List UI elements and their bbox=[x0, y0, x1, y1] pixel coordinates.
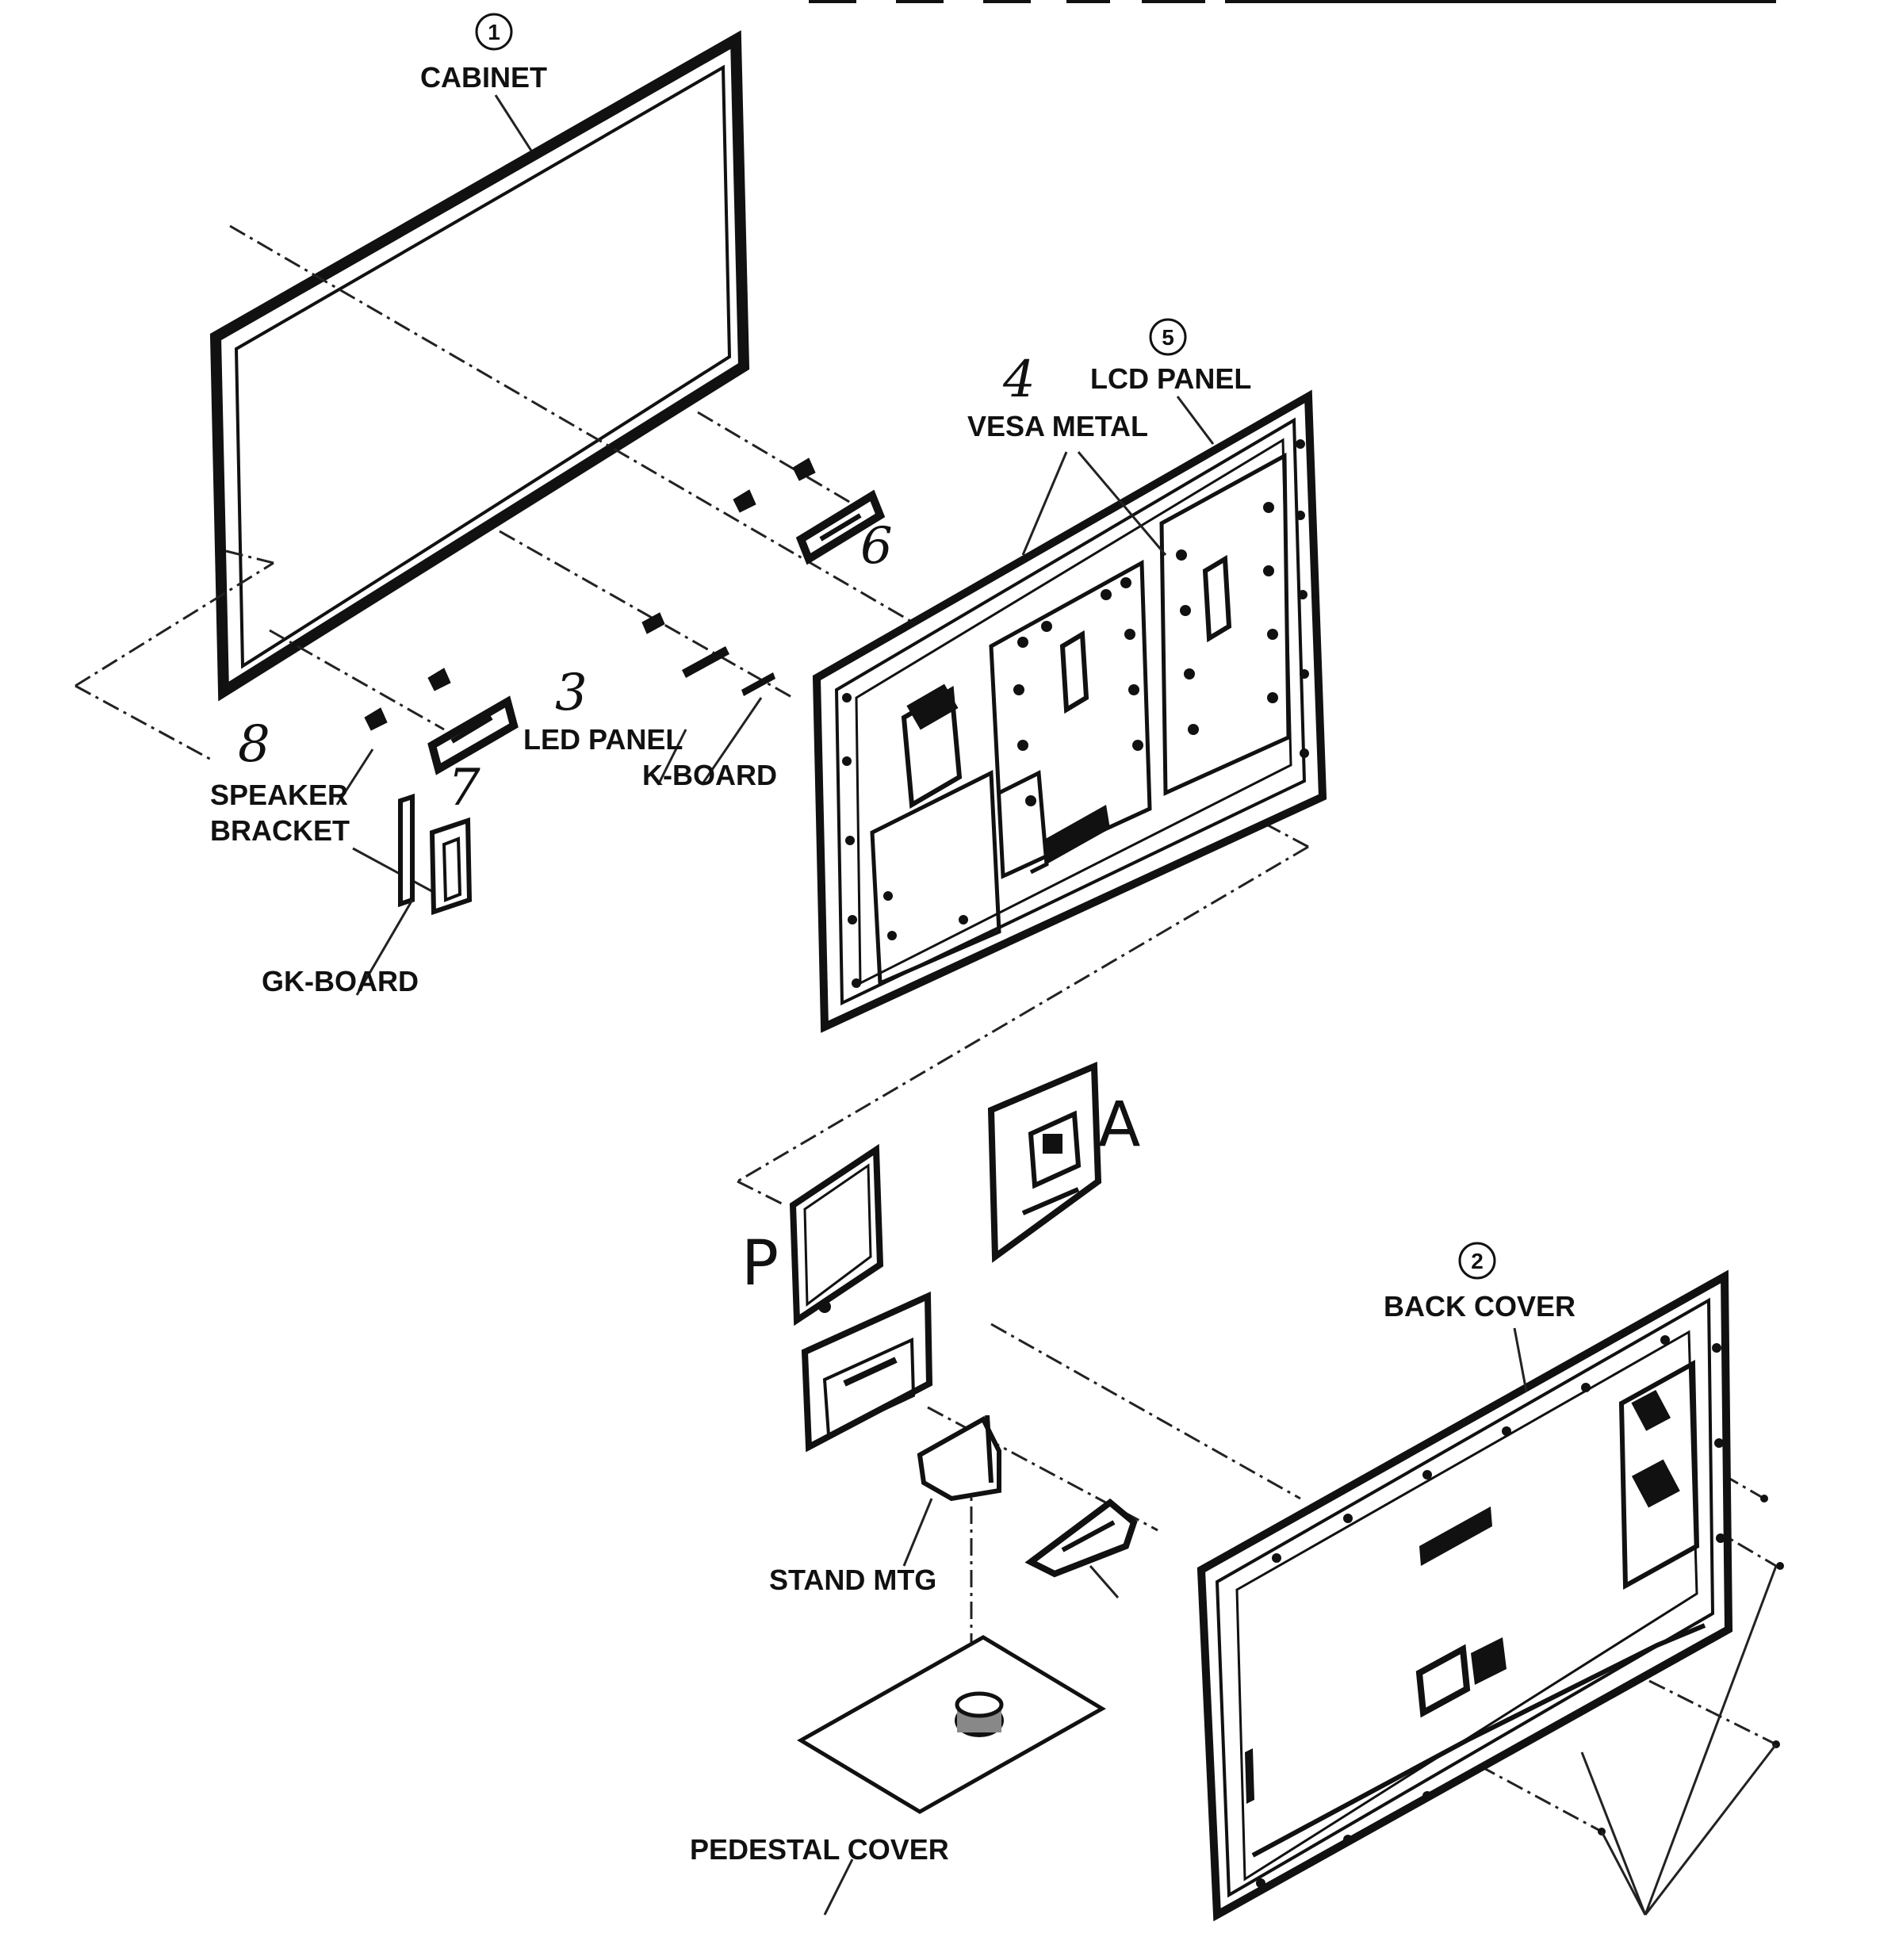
label-a: A bbox=[1098, 1089, 1140, 1161]
label-lcd-panel: LCD PANEL bbox=[1090, 362, 1251, 395]
a-board bbox=[987, 1062, 1102, 1263]
back-cover bbox=[1196, 1269, 1733, 1922]
svg-text:5: 5 bbox=[1162, 325, 1174, 350]
label-8: 8 bbox=[238, 715, 270, 774]
side-screws bbox=[1598, 1495, 1784, 1836]
label-k-board: K-BOARD bbox=[642, 759, 777, 791]
stand-mount bbox=[917, 1414, 1001, 1502]
svg-text:2: 2 bbox=[1471, 1249, 1484, 1273]
p-board bbox=[789, 1143, 884, 1326]
main-board-bracket bbox=[801, 1291, 933, 1453]
label-7: 7 bbox=[448, 759, 480, 817]
pedestal-cover-part bbox=[797, 1635, 1106, 1814]
led-panel-part bbox=[682, 646, 775, 696]
circled-number-1: 1 bbox=[475, 13, 513, 51]
svg-text:1: 1 bbox=[488, 20, 500, 44]
circled-number-2: 2 bbox=[1458, 1242, 1496, 1280]
label-led-panel: LED PANEL bbox=[523, 723, 683, 756]
label-6: 6 bbox=[860, 517, 893, 576]
leader-lines bbox=[335, 94, 1778, 1916]
label-vesa-number: 4 bbox=[1002, 350, 1036, 409]
label-cabinet: CABINET bbox=[420, 61, 547, 94]
screws bbox=[364, 457, 816, 731]
label-3: 3 bbox=[555, 664, 588, 722]
label-bracket: BRACKET bbox=[210, 814, 350, 847]
label-vesa-metal: VESA METAL bbox=[967, 410, 1148, 442]
cabinet-frame bbox=[209, 30, 750, 702]
bracket-6 bbox=[795, 489, 886, 565]
label-p: P bbox=[741, 1228, 779, 1300]
stand-bracket bbox=[1024, 1498, 1138, 1578]
label-pedestal-cover: PEDESTAL COVER bbox=[690, 1833, 949, 1866]
lcd-panel bbox=[812, 389, 1327, 1033]
label-back-cover: BACK COVER bbox=[1384, 1290, 1575, 1323]
label-stand-mtg: STAND MTG bbox=[769, 1564, 936, 1596]
label-speaker: SPEAKER bbox=[210, 779, 348, 811]
circled-number-5: 5 bbox=[1149, 318, 1187, 356]
bracket-7 bbox=[427, 695, 519, 775]
label-gk-board: GK-BOARD bbox=[262, 965, 419, 997]
